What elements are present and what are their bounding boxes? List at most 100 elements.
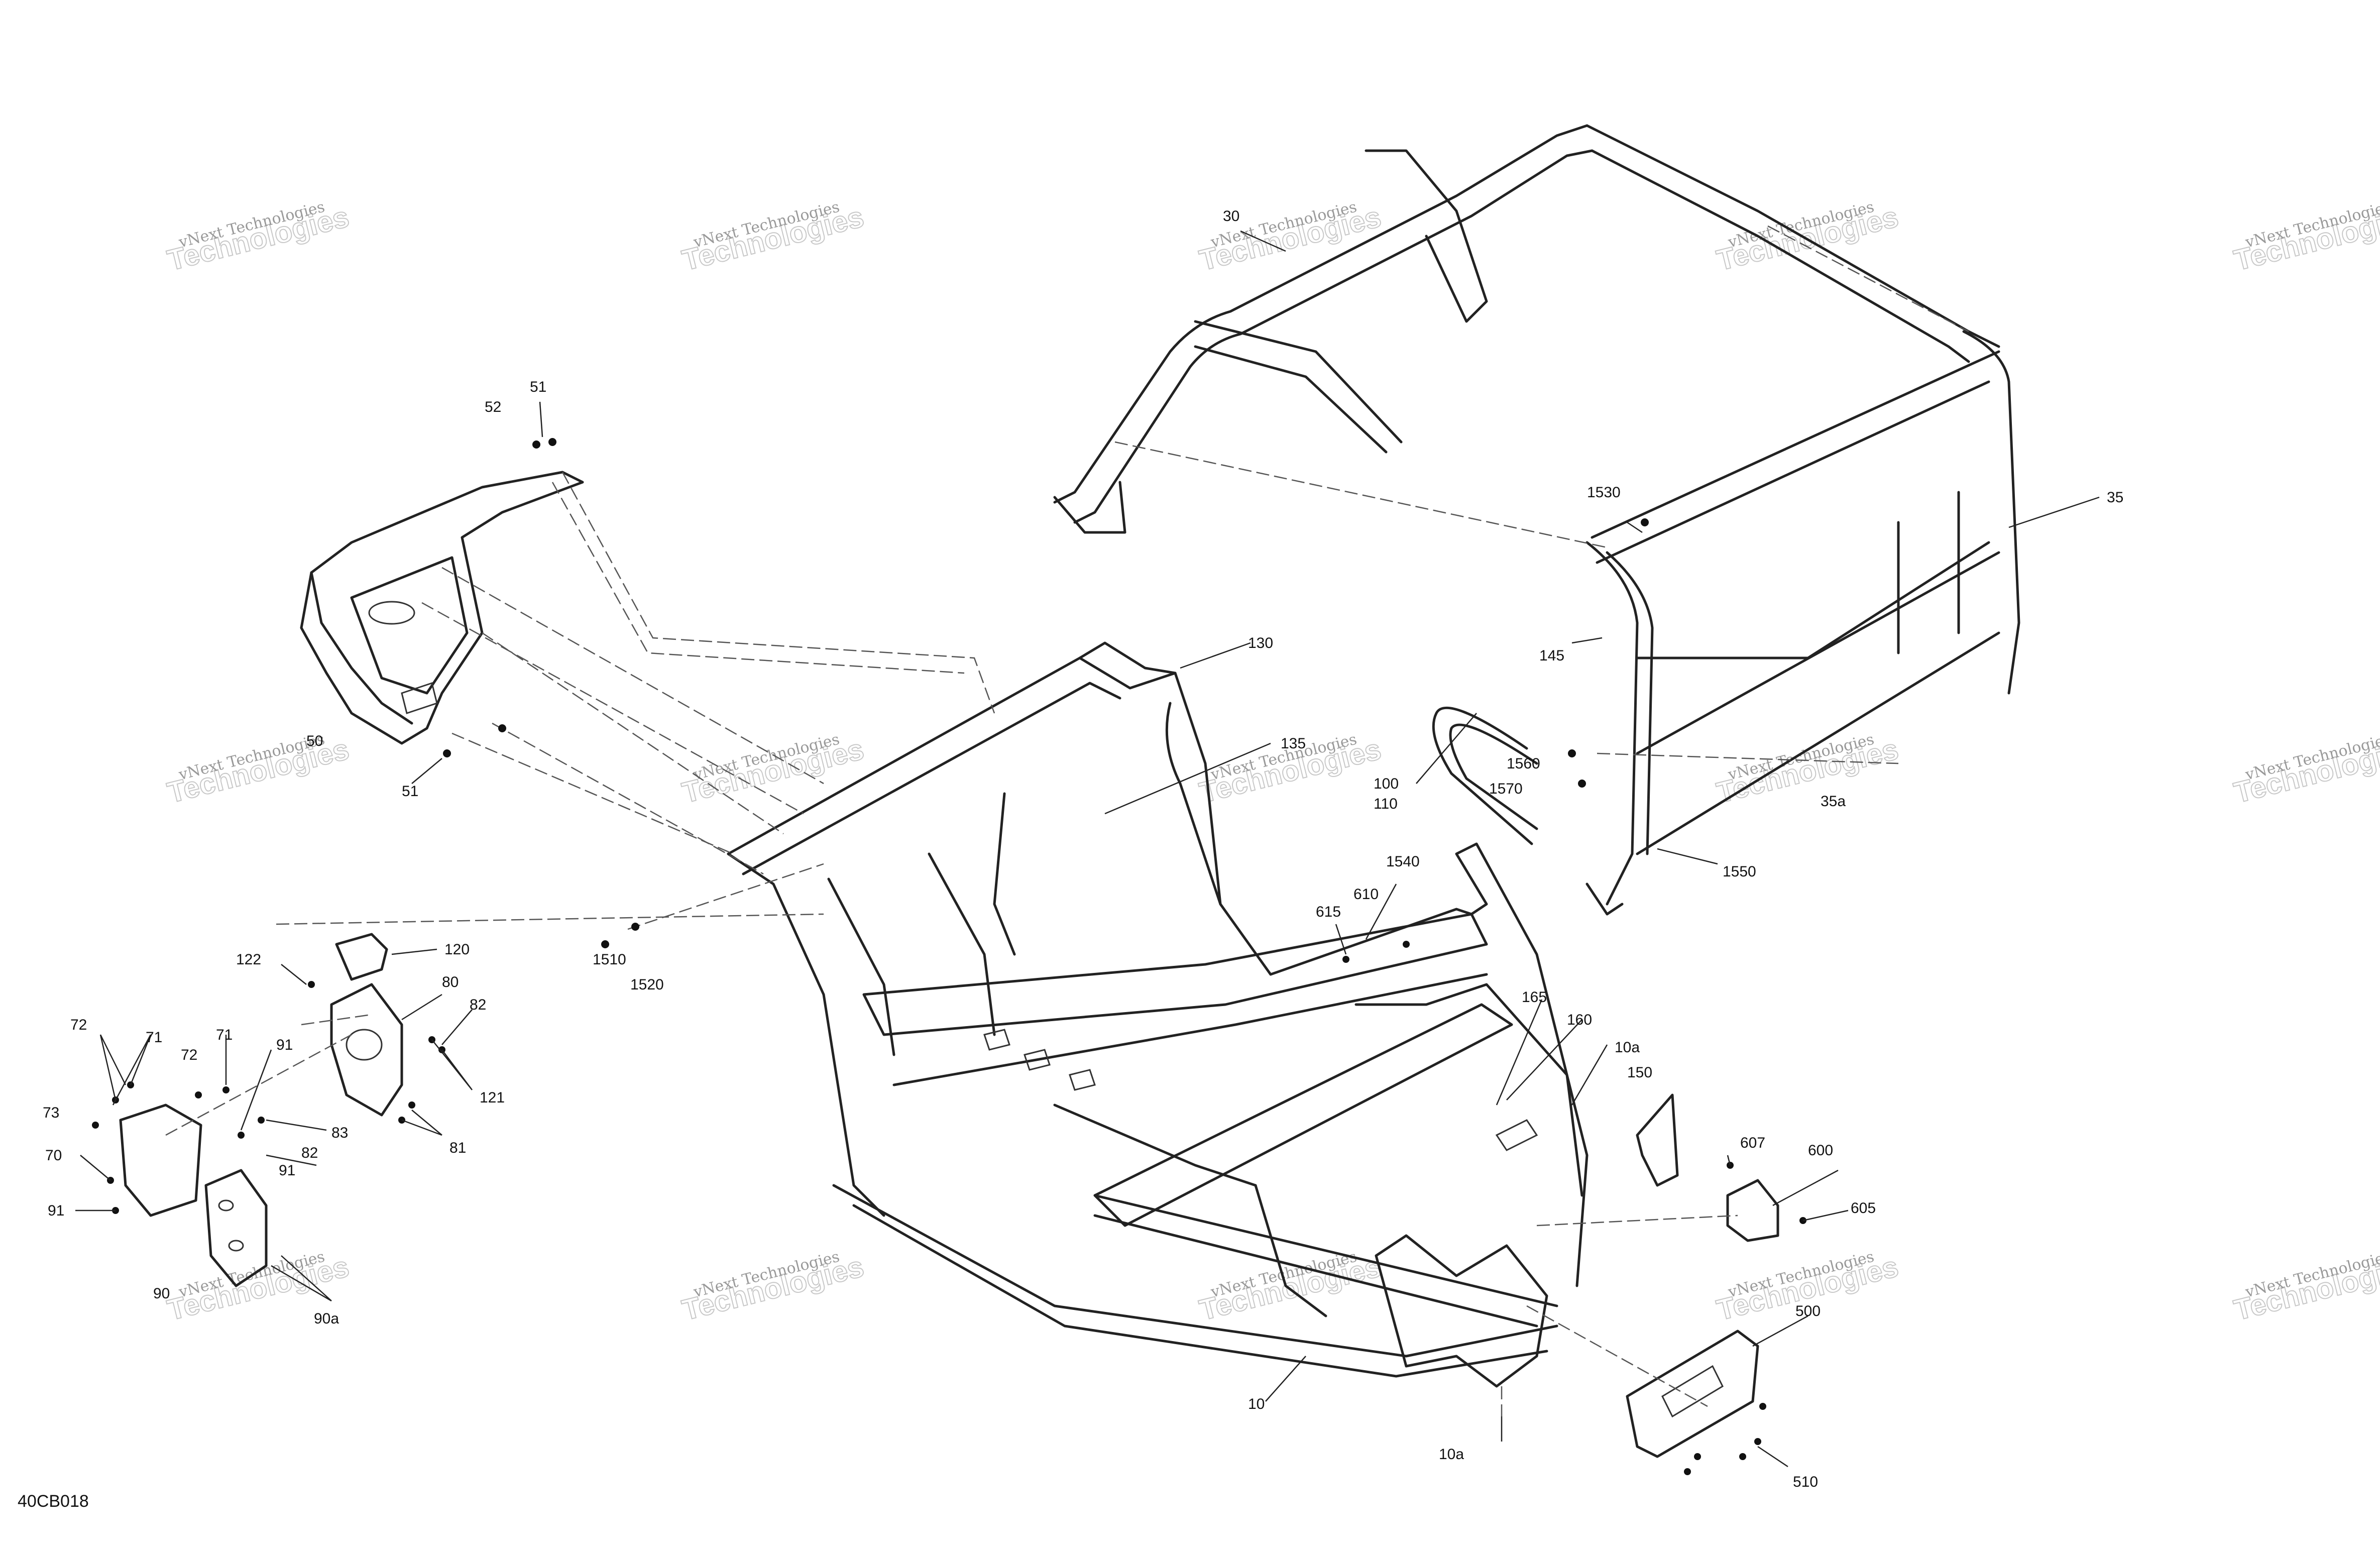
callout-90a: 90a bbox=[314, 1310, 339, 1327]
fastener bbox=[92, 1122, 99, 1129]
rear-hoop-left-post-inner bbox=[1606, 551, 1654, 855]
rear-subframe-bracket bbox=[1375, 1234, 1548, 1388]
callout-130: 130 bbox=[1248, 635, 1273, 651]
callout-10: 10 bbox=[1248, 1396, 1265, 1412]
leader-line bbox=[1335, 924, 1347, 955]
callout-110: 110 bbox=[1374, 796, 1398, 812]
callout-120: 120 bbox=[444, 941, 470, 958]
callout-35a: 35a bbox=[1821, 793, 1846, 810]
leader-line bbox=[80, 1155, 111, 1181]
callout-122: 122 bbox=[236, 951, 261, 968]
assembly-line bbox=[301, 1014, 372, 1026]
callout-150: 150 bbox=[1627, 1064, 1652, 1081]
roll-cage-foot-left bbox=[1053, 481, 1126, 534]
leader-line bbox=[1104, 742, 1271, 815]
front-brackets bbox=[119, 933, 403, 1287]
roll-cage-side-rail-inner bbox=[1591, 149, 1970, 363]
leader-line bbox=[2008, 496, 2100, 528]
fastener bbox=[1754, 1438, 1761, 1445]
chassis-lower-rail bbox=[832, 1184, 1558, 1358]
leader-line bbox=[112, 1034, 152, 1106]
callout-10a: 10a bbox=[1615, 1039, 1640, 1056]
plate-500 bbox=[1626, 1330, 1759, 1458]
bumper-tow-point bbox=[401, 682, 438, 714]
leader-line bbox=[1772, 1169, 1839, 1206]
front-bumper bbox=[300, 471, 584, 745]
callout-91: 91 bbox=[279, 1162, 295, 1179]
callout-70: 70 bbox=[45, 1147, 62, 1164]
rear-hoop-right-post bbox=[1962, 330, 2020, 695]
drawing-code: 40CB018 bbox=[18, 1492, 89, 1511]
callout-500: 500 bbox=[1795, 1303, 1821, 1319]
fastener bbox=[548, 438, 556, 446]
callout-72: 72 bbox=[70, 1017, 87, 1033]
bumper-winch-hole bbox=[368, 601, 415, 625]
chassis-floor-rail bbox=[862, 913, 1488, 1036]
callout-71: 71 bbox=[146, 1029, 162, 1046]
chassis-floor-rail-lower bbox=[892, 973, 1488, 1086]
rear-hoop-left-post bbox=[1585, 541, 1639, 906]
assembly-line bbox=[561, 472, 995, 714]
assembly-line bbox=[482, 632, 784, 835]
bracket-80 bbox=[330, 983, 403, 1117]
bracket-150 bbox=[1636, 1093, 1679, 1187]
callout-80: 80 bbox=[442, 974, 459, 990]
fastener bbox=[222, 1086, 230, 1093]
assembly-line bbox=[1526, 1305, 1708, 1407]
chassis-upper-rail bbox=[742, 682, 1121, 875]
bracket-90-hole bbox=[218, 1199, 234, 1211]
leader-line bbox=[240, 1049, 272, 1131]
fastener bbox=[1568, 749, 1576, 757]
fastener bbox=[408, 1101, 415, 1109]
leader-line bbox=[1496, 999, 1543, 1106]
fastener bbox=[443, 749, 451, 757]
callout-145: 145 bbox=[1539, 647, 1564, 664]
fastener bbox=[258, 1117, 265, 1124]
callout-1510: 1510 bbox=[593, 951, 626, 968]
callout-1520: 1520 bbox=[630, 976, 664, 993]
leader-line bbox=[271, 1255, 332, 1302]
callout-30: 30 bbox=[1223, 208, 1239, 225]
leader-line bbox=[391, 948, 437, 955]
callout-51: 51 bbox=[402, 783, 418, 800]
callout-83: 83 bbox=[331, 1125, 348, 1141]
fastener bbox=[1759, 1403, 1766, 1410]
callout-91: 91 bbox=[48, 1202, 64, 1219]
watermark: Technologies vNext Technologies bbox=[2230, 198, 2380, 277]
chassis-diagonal-2 bbox=[1093, 1214, 1538, 1328]
grab-handle bbox=[1432, 706, 1533, 845]
fastener bbox=[1578, 780, 1586, 788]
callout-81: 81 bbox=[449, 1140, 466, 1156]
assembly-line bbox=[1597, 752, 1899, 764]
leader-line bbox=[1571, 637, 1603, 644]
callout-51: 51 bbox=[530, 379, 546, 395]
fastener bbox=[308, 981, 315, 988]
bracket-120 bbox=[335, 933, 388, 981]
roll-cage-crossbar-lower bbox=[1194, 345, 1388, 454]
watermark: Technologies vNext Technologies bbox=[164, 198, 353, 277]
leader-line bbox=[431, 1039, 473, 1090]
grab-handle-inner bbox=[1449, 723, 1538, 830]
leader-line bbox=[99, 1034, 127, 1100]
watermarks: Technologies vNext Technologies Technolo… bbox=[164, 198, 2380, 1327]
callout-50: 50 bbox=[306, 733, 323, 749]
chassis-cross-member bbox=[1093, 1003, 1513, 1227]
callout-165: 165 bbox=[1522, 989, 1547, 1006]
chassis-panel-holes bbox=[983, 1029, 1096, 1091]
leader-line bbox=[441, 1009, 473, 1045]
watermark: Technologies vNext Technologies bbox=[164, 730, 353, 810]
fastener bbox=[1342, 956, 1349, 963]
roll-cage-side-rail bbox=[1585, 124, 2000, 348]
fastener bbox=[1403, 941, 1410, 948]
callout-91: 91 bbox=[276, 1037, 293, 1053]
callout-610: 610 bbox=[1353, 886, 1379, 903]
leader-line bbox=[1571, 1044, 1608, 1106]
leader-lines bbox=[75, 230, 2100, 1468]
assembly-line bbox=[551, 482, 965, 674]
fastener bbox=[631, 923, 639, 931]
rear-hoop-diagonal bbox=[1636, 551, 2000, 755]
fastener bbox=[1739, 1453, 1746, 1460]
rear-hoop-top-bar-lower bbox=[1596, 380, 1990, 564]
leader-line bbox=[1627, 521, 1643, 533]
rear-hoop-top-bar bbox=[1591, 350, 2000, 539]
